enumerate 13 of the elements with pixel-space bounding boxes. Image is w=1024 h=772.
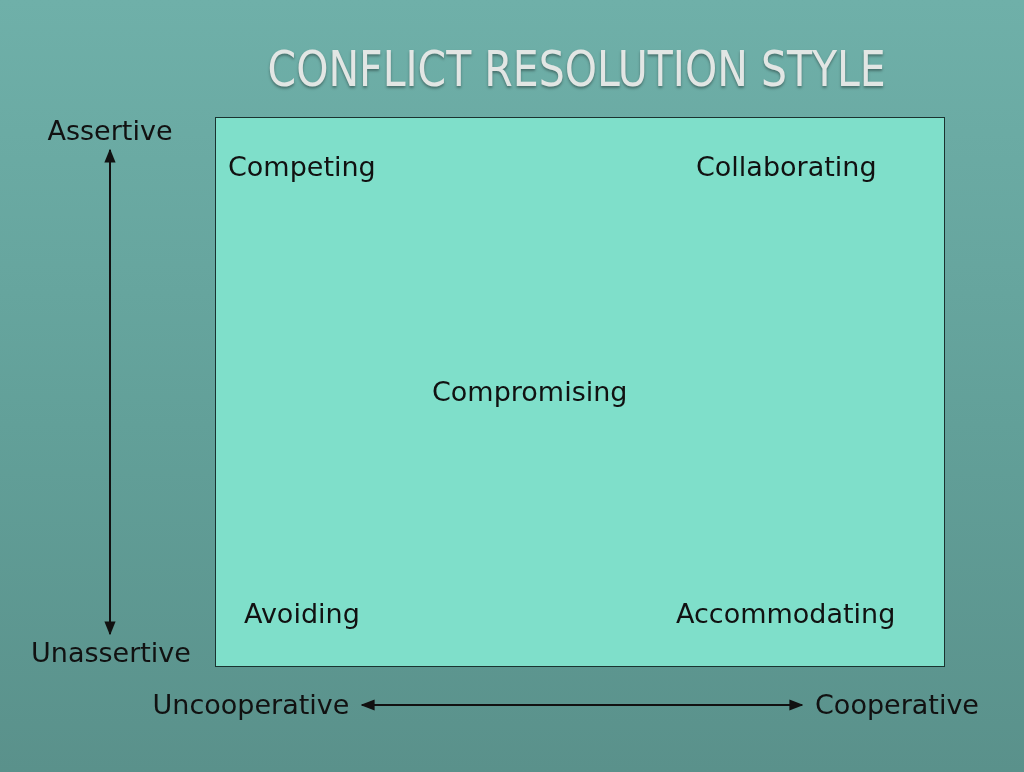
axis-label: Uncooperative (140, 686, 362, 724)
title: CONFLICT RESOLUTION STYLE (267, 40, 883, 98)
style-label: Collaborating (696, 151, 877, 182)
axis-label: Assertive (30, 112, 190, 150)
double-arrow (360, 699, 804, 711)
axis-label: Cooperative (802, 686, 992, 724)
axis-label: Unassertive (16, 634, 206, 672)
double-arrow (104, 148, 116, 636)
style-label: Compromising (432, 376, 628, 407)
quadrant-box (215, 117, 945, 667)
style-label: Competing (228, 151, 376, 182)
style-label: Accommodating (676, 598, 896, 629)
style-label: Avoiding (244, 598, 360, 629)
